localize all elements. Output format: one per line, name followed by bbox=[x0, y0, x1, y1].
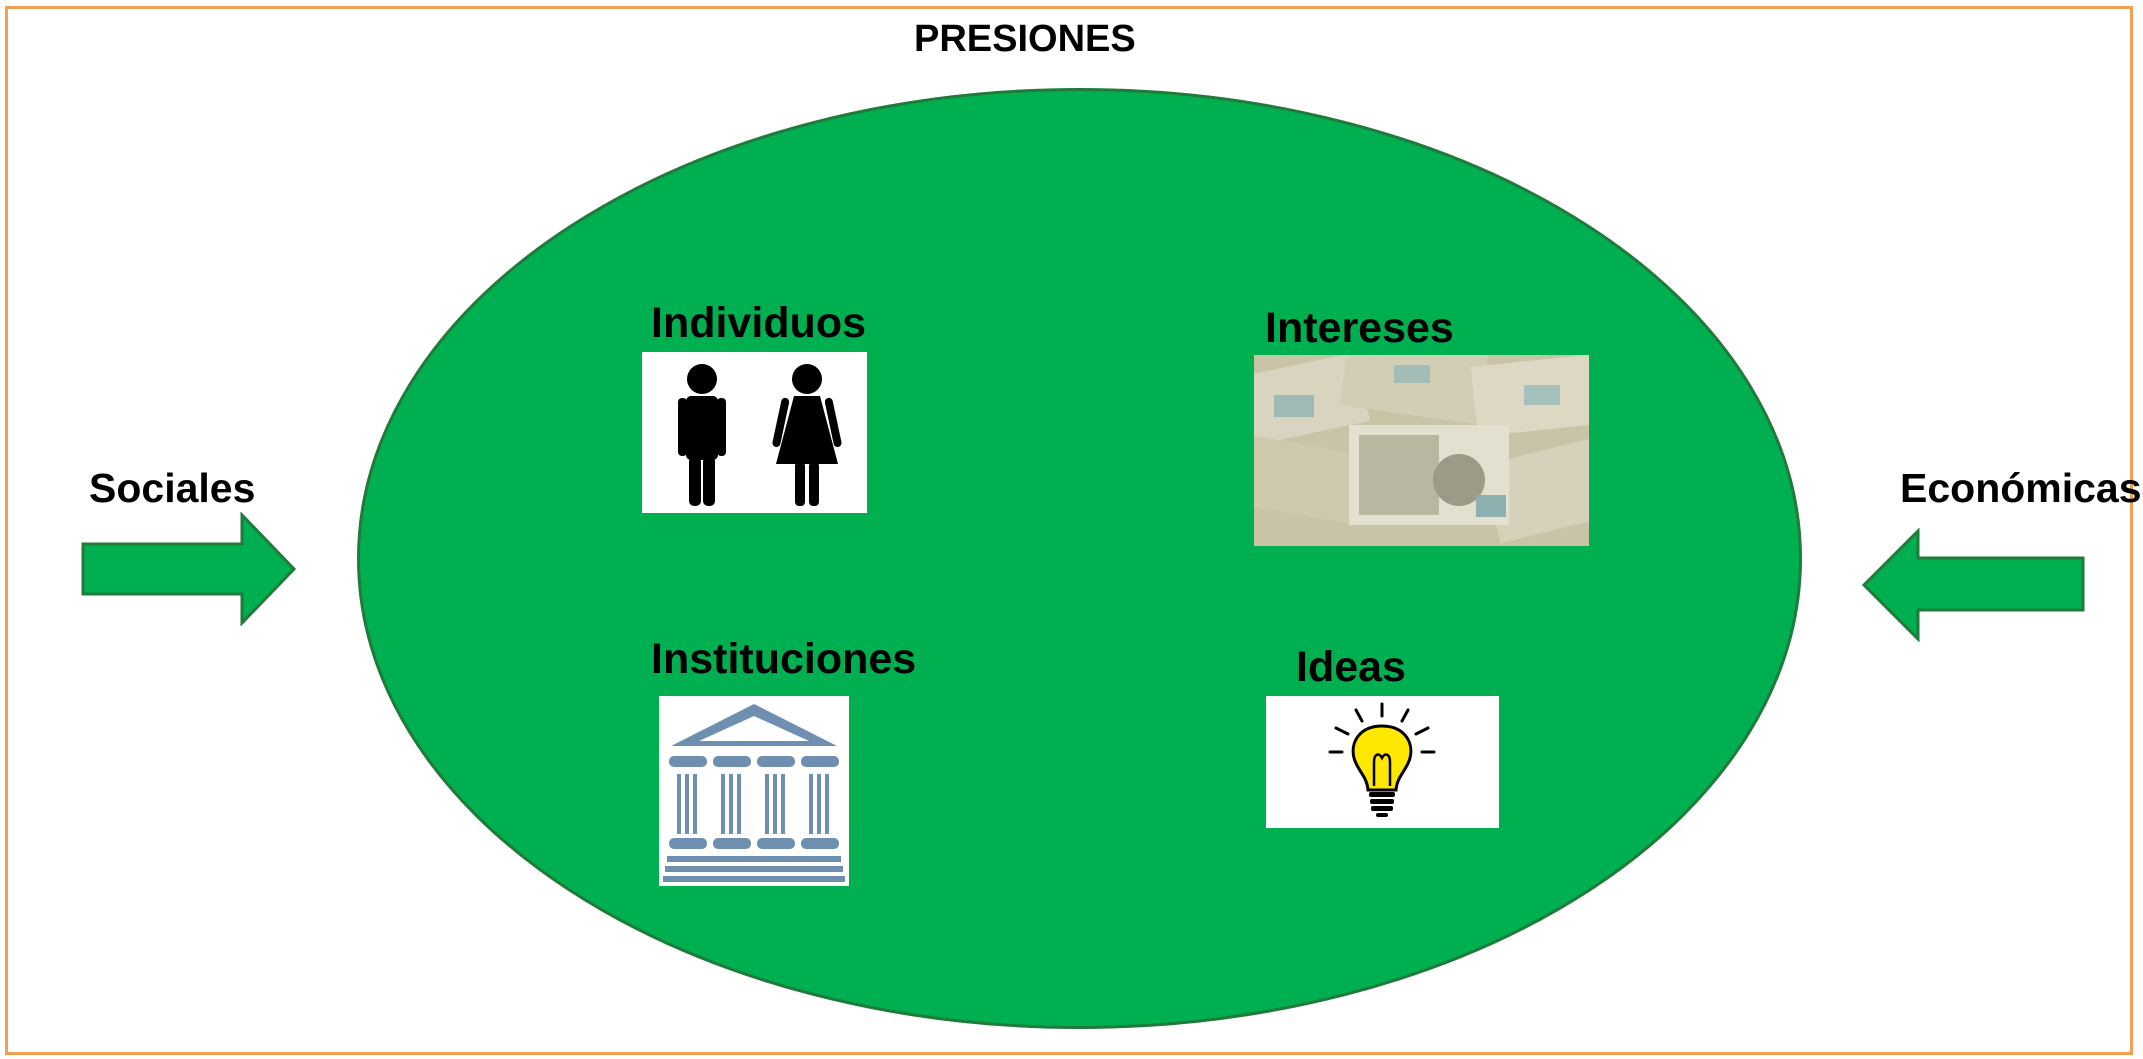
diagram-frame bbox=[5, 6, 2133, 1055]
right-arrow-icon bbox=[81, 512, 297, 626]
banknotes-photo bbox=[1254, 355, 1589, 546]
element-label-individuos: Individuos bbox=[651, 299, 866, 347]
right-force-label: Económicas bbox=[1900, 465, 2142, 511]
left-arrow-icon bbox=[1861, 528, 2085, 642]
man-woman-icon bbox=[642, 352, 867, 513]
diagram-title: PRESIONES bbox=[914, 18, 1136, 60]
lightbulb-icon bbox=[1266, 696, 1499, 828]
element-label-ideas: Ideas bbox=[1296, 643, 1406, 691]
element-label-instituciones: Instituciones bbox=[651, 635, 917, 683]
element-label-intereses: Intereses bbox=[1265, 304, 1454, 352]
institution-building-icon bbox=[659, 696, 849, 886]
system-ellipse bbox=[357, 88, 1802, 1029]
left-force-label: Sociales bbox=[89, 465, 256, 511]
